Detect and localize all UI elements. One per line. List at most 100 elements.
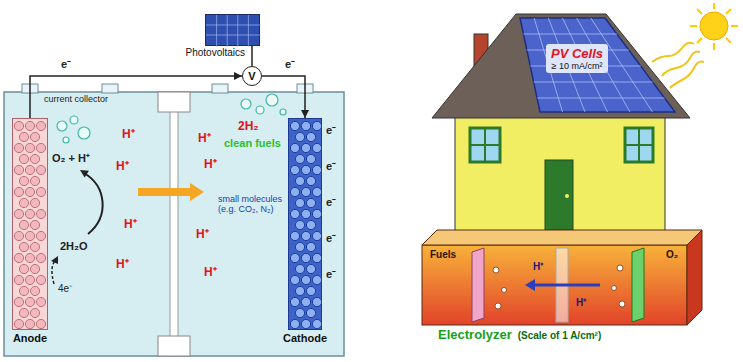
label-text: H⁺ xyxy=(204,158,217,171)
anode-texture xyxy=(36,209,45,218)
pv-grid xyxy=(537,98,665,99)
panel-grid xyxy=(206,25,261,26)
panel-grid xyxy=(216,15,217,47)
anode-texture xyxy=(14,187,23,196)
wire xyxy=(262,76,309,118)
reaction-arrow xyxy=(51,170,103,284)
house xyxy=(455,112,665,232)
anode-texture xyxy=(19,198,28,207)
anode-texture xyxy=(13,119,47,329)
sun xyxy=(731,25,738,27)
cathode-texture xyxy=(295,264,304,273)
sun xyxy=(713,3,715,9)
label-text: e⁻ xyxy=(326,268,336,280)
cathode-texture xyxy=(290,209,299,218)
cathode-texture xyxy=(295,242,304,251)
gas-bubble xyxy=(612,286,617,291)
anode-texture xyxy=(36,297,45,306)
hydrogen-bubble xyxy=(241,99,251,109)
panel-grid xyxy=(206,15,259,45)
label-text: 2H₂O xyxy=(60,240,88,252)
label-text: O₂ xyxy=(666,249,678,260)
cathode-texture xyxy=(301,165,310,174)
anode-texture xyxy=(25,121,34,130)
label-text: H⁺ xyxy=(116,160,129,173)
anode-texture xyxy=(14,253,23,262)
cathode-texture xyxy=(301,231,310,240)
sun xyxy=(697,38,702,43)
anode-texture xyxy=(30,242,39,251)
electrolysis-tank xyxy=(4,92,344,356)
label-text: H⁺ xyxy=(116,258,129,271)
anode-texture xyxy=(19,264,28,273)
anode-texture xyxy=(30,220,39,229)
cathode-texture xyxy=(295,220,304,229)
collector-cap xyxy=(102,84,118,93)
sun xyxy=(726,9,731,14)
cathode-texture xyxy=(306,286,315,295)
proton-arrow xyxy=(138,183,204,201)
electrolyzer-anode xyxy=(472,248,484,322)
cathode-texture xyxy=(290,165,299,174)
cathode-texture xyxy=(312,275,321,284)
label-text: H⁺ xyxy=(198,132,211,145)
cathode-texture xyxy=(289,119,321,329)
cathode-texture xyxy=(306,154,315,163)
label-text: H⁺ xyxy=(204,266,217,279)
house xyxy=(625,144,653,146)
label-text: Fuels xyxy=(430,249,456,260)
anode-texture xyxy=(30,132,39,141)
oxygen-bubble xyxy=(63,137,69,143)
cathode-texture xyxy=(306,132,315,141)
reaction-arrow xyxy=(84,173,103,234)
cathode-texture xyxy=(301,319,310,328)
panel-grid xyxy=(227,15,228,47)
panel-grid xyxy=(248,15,249,47)
node-elec: Electrolyzer(Scale of 1 A/cm²) xyxy=(422,230,702,325)
electrode-label: Cathode xyxy=(283,332,327,344)
sun xyxy=(726,38,731,43)
light-ray xyxy=(662,52,700,76)
anode-texture xyxy=(19,132,28,141)
house xyxy=(470,128,500,162)
anode-texture xyxy=(36,275,45,284)
pv-panel xyxy=(520,18,675,112)
node-roofpv: PV Cells≥ 10 mA/cm² xyxy=(518,16,678,114)
gas-bubble xyxy=(495,303,501,309)
anode-texture xyxy=(30,286,39,295)
meter-symbol: V xyxy=(248,71,255,82)
wire xyxy=(262,76,305,118)
house xyxy=(432,14,690,118)
house xyxy=(432,14,690,232)
label-text: clean fuels xyxy=(224,137,281,149)
label-text: e⁻ xyxy=(326,232,336,244)
anode-texture xyxy=(36,165,45,174)
cathode-texture xyxy=(306,220,315,229)
proton-arrow xyxy=(525,279,535,291)
anode-texture xyxy=(14,231,23,240)
cathode-texture xyxy=(312,165,321,174)
cathode-texture xyxy=(301,143,310,152)
pv-grid xyxy=(534,82,653,83)
electrolyzer-box xyxy=(422,230,702,325)
anode-texture xyxy=(36,187,45,196)
membrane xyxy=(158,336,190,356)
label-text: H⁺ xyxy=(533,261,543,272)
cathode-texture xyxy=(312,253,321,262)
house xyxy=(470,144,500,146)
electrolyzer-front xyxy=(422,245,687,325)
panel-title: PV Cells xyxy=(551,46,603,61)
electrolyzer-caption: Electrolyzer(Scale of 1 A/cm²) xyxy=(438,327,601,342)
cathode-texture xyxy=(306,264,315,273)
anode-texture xyxy=(36,143,45,152)
gas-bubble xyxy=(493,267,499,273)
pv-grid xyxy=(523,34,617,35)
anode-texture xyxy=(19,220,28,229)
label-text: H⁺ xyxy=(196,228,209,241)
anode-texture xyxy=(25,165,34,174)
cathode-texture xyxy=(295,286,304,295)
label-text: small molecules (e.g. CO₂, N₂) xyxy=(218,194,284,215)
sun xyxy=(690,3,738,50)
hydrogen-bubble xyxy=(280,109,286,115)
